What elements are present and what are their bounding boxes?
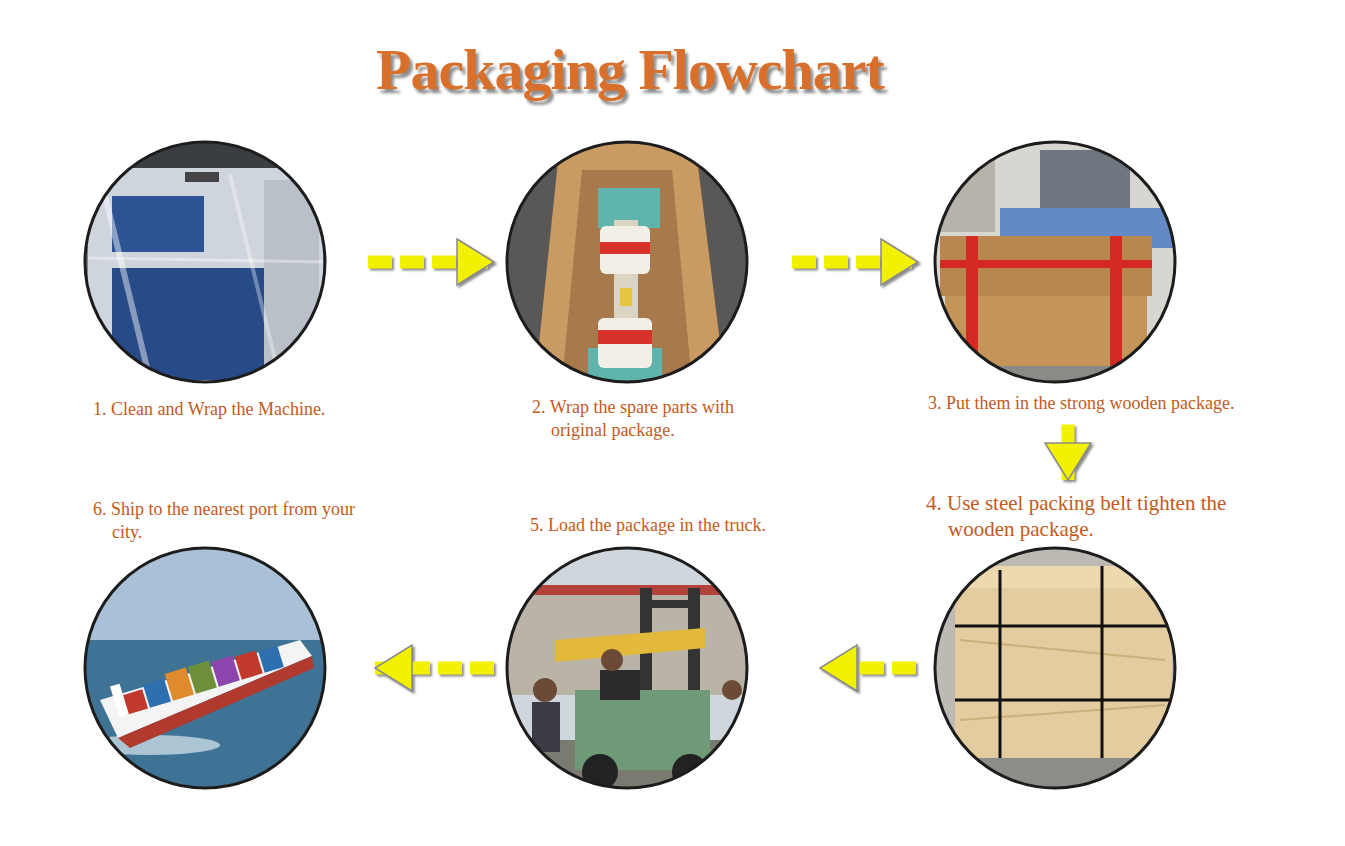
photo-step-node: 2. Wrap the spare parts with original pa… — [502, 137, 784, 443]
step-caption: 3. Put them in the strong wooden package… — [928, 392, 1278, 415]
photo-step-node: 4. Use steel packing belt tighten the wo… — [924, 488, 1300, 793]
circle-border — [85, 142, 325, 382]
flow-arrow — [375, 662, 494, 675]
photo-step-node: 1. Clean and Wrap the Machine. — [80, 137, 360, 423]
machine-photo — [85, 142, 325, 385]
circle-outline — [504, 545, 750, 791]
crate-photo — [935, 548, 1178, 788]
step-caption: 2. Wrap the spare parts with original pa… — [532, 396, 782, 441]
circle-border — [507, 142, 747, 382]
spare-parts-photo — [507, 142, 747, 382]
flow-arrow — [368, 256, 494, 269]
chart-title: Packaging Flowchart — [260, 36, 1000, 103]
step-caption: 5. Load the package in the truck. — [530, 514, 810, 537]
circle-border — [935, 142, 1175, 382]
photo-step-node: 6. Ship to the nearest port from your ci… — [80, 496, 367, 793]
photo-step-node: 5. Load the package in the truck. — [502, 512, 812, 793]
step-caption: 6. Ship to the nearest port from your ci… — [93, 498, 365, 543]
cartons-photo — [935, 142, 1175, 386]
ship-photo — [80, 548, 325, 790]
step-caption: 4. Use steel packing belt tighten the wo… — [926, 490, 1298, 543]
circle-outline — [82, 139, 328, 385]
circle-outline — [504, 139, 750, 385]
circle-border — [85, 548, 325, 788]
circle-outline — [932, 139, 1178, 385]
circle-outline — [932, 545, 1178, 791]
photo-step-node: 3. Put them in the strong wooden package… — [926, 137, 1280, 417]
flow-arrow — [1062, 425, 1075, 481]
circle-outline — [82, 545, 328, 791]
circle-border — [935, 548, 1175, 788]
flow-arrow — [820, 662, 916, 675]
forklift-photo — [507, 548, 747, 790]
circle-border — [507, 548, 747, 788]
flow-arrow — [792, 256, 918, 269]
step-caption: 1. Clean and Wrap the Machine. — [93, 398, 358, 421]
